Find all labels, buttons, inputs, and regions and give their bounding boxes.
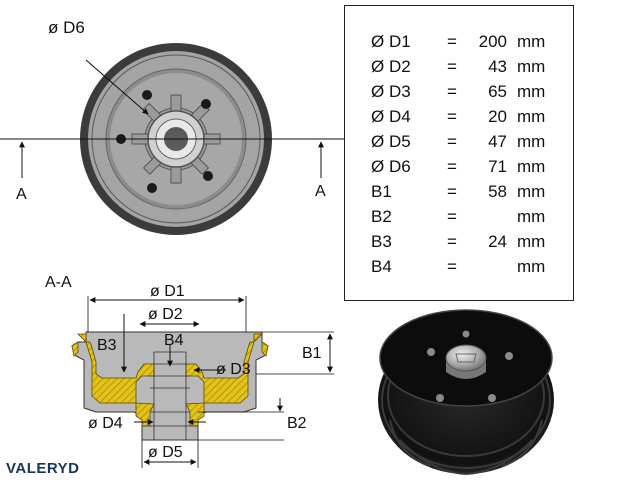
bolt-holes [116,90,213,193]
spec-unit: mm [517,57,546,76]
spec-value: 200 [478,32,507,51]
spec-equals: = [447,57,457,76]
spec-label: Ø D2 [371,57,411,76]
spec-unit: mm [517,232,546,251]
spec-label: Ø D6 [371,157,411,176]
spec-label: Ø D1 [371,32,411,51]
spec-label: Ø D4 [371,107,411,126]
front-view: A A ø D6 [0,18,345,235]
spec-equals: = [447,157,457,176]
spec-unit: mm [517,132,546,151]
spec-equals: = [447,132,457,151]
spec-equals: = [447,182,457,201]
section-view: A-A ø D1 ø D2 B4 B3 ø [45,274,334,468]
spec-unit: mm [517,82,546,101]
spec-value: 65 [488,82,507,101]
valeryd-logo: VALERYD [6,460,80,477]
spec-unit: mm [517,157,546,176]
section-mark-right: A [315,183,326,200]
spec-value: 24 [488,232,507,251]
b3-label: B3 [97,337,117,354]
spec-equals: = [447,232,457,251]
d6-leader [85,59,149,115]
spec-equals: = [447,107,457,126]
spec-unit: mm [517,207,546,226]
spec-label: Ø D3 [371,82,411,101]
hub-inner-lines [142,351,198,440]
d5-label: ø D5 [148,444,183,461]
spec-equals: = [447,207,457,226]
spec-value: 71 [488,157,507,176]
b4-label: B4 [164,332,184,349]
section-mark-left: A [16,186,27,203]
d4-label: ø D4 [88,415,123,432]
spec-label: B3 [371,232,392,251]
section-title: A-A [45,274,72,291]
d2-label: ø D2 [148,306,183,323]
spec-label: Ø D5 [371,132,411,151]
spec-label: B4 [371,257,392,276]
spec-value: 43 [488,57,507,76]
d6-label: ø D6 [48,18,85,37]
spec-equals: = [447,32,457,51]
spec-unit: mm [517,32,546,51]
spec-value: 47 [488,132,507,151]
b2-label: B2 [287,415,307,432]
specification-table: Ø D1 = 200 mm Ø D2 = 43 mm Ø D3 = 65 mm … [344,5,574,301]
d3-label: ø D3 [216,361,251,378]
d1-label: ø D1 [150,283,185,300]
spec-value: 20 [488,107,507,126]
spec-label: B2 [371,207,392,226]
drum-photo [378,309,554,475]
spec-unit: mm [517,182,546,201]
photo-bolt-holes [427,330,513,402]
spec-unit: mm [517,107,546,126]
spec-unit: mm [517,257,546,276]
b1-label: B1 [302,345,322,362]
spec-equals: = [447,82,457,101]
spec-value: 58 [488,182,507,201]
hub-cap [445,344,487,372]
spec-label: B1 [371,182,392,201]
spec-equals: = [447,257,457,276]
